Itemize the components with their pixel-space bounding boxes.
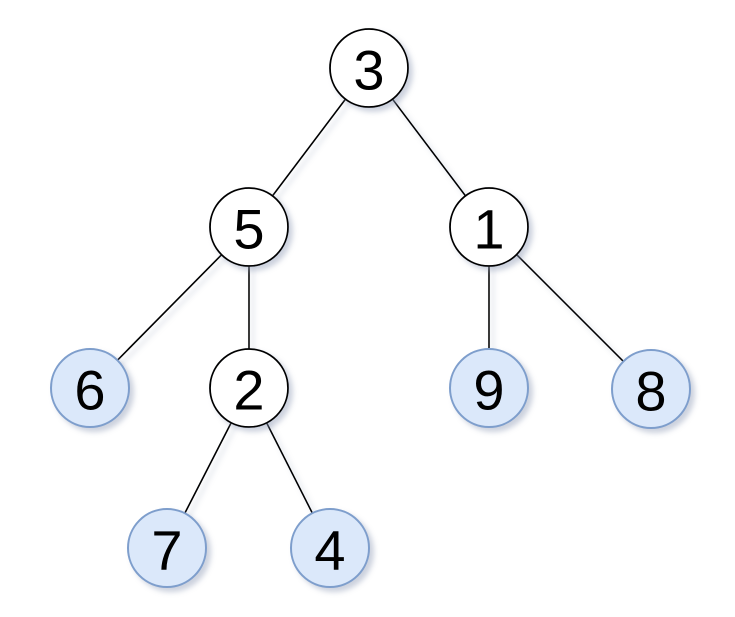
internal-node-circle (209, 348, 289, 428)
tree-edges (89, 67, 652, 549)
internal-node-circle (329, 28, 409, 108)
tree-node-9: 9 (449, 348, 529, 428)
node-label: 7 (151, 519, 182, 582)
tree-node-8: 8 (611, 349, 691, 429)
tree-node-2: 2 (209, 348, 289, 428)
leaf-node-circle (290, 508, 370, 588)
node-label: 2 (233, 359, 264, 422)
internal-node-circle (209, 187, 289, 267)
tree-node-7: 7 (127, 508, 207, 588)
leaf-node-circle (449, 348, 529, 428)
tree-node-5: 5 (209, 187, 289, 267)
leaf-node-circle (50, 348, 130, 428)
node-label: 4 (314, 519, 345, 582)
node-label: 5 (233, 198, 264, 261)
internal-node-circle (449, 187, 529, 267)
node-label: 6 (74, 359, 105, 422)
node-label: 3 (353, 39, 384, 102)
node-label: 8 (635, 360, 666, 423)
leaf-node-circle (611, 349, 691, 429)
tree-node-6: 6 (50, 348, 130, 428)
tree-node-1: 1 (449, 187, 529, 267)
tree-node-4: 4 (290, 508, 370, 588)
node-label: 9 (473, 359, 504, 422)
tree-nodes: 3 5 1 6 2 9 8 7 4 (50, 28, 691, 588)
node-label: 1 (473, 198, 504, 261)
tree-node-3: 3 (329, 28, 409, 108)
leaf-node-circle (127, 508, 207, 588)
